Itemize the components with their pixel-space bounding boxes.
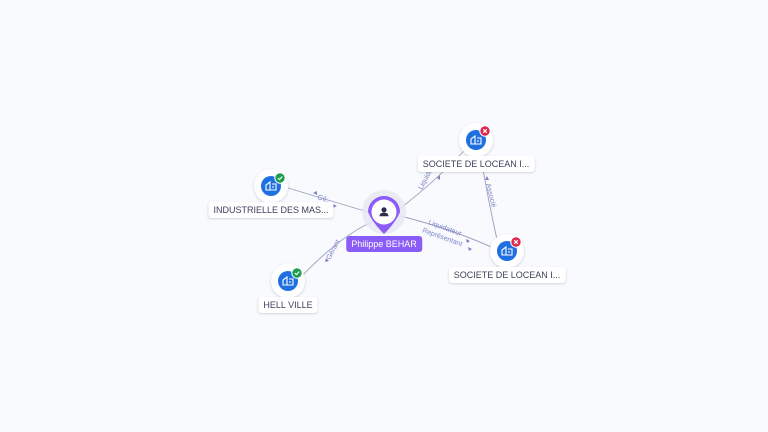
arrow-industrielle (313, 191, 317, 195)
edge-person-locean-bottom[interactable] (399, 215, 499, 251)
arrow-locean-bottom-2 (468, 247, 472, 251)
check-icon (291, 267, 303, 279)
arrow-associe (485, 176, 489, 180)
edge-person-locean-top[interactable] (397, 143, 471, 211)
edge-label-hell-ville: Gérant (326, 239, 342, 261)
edge-label-industrielle: Gé... (316, 194, 333, 205)
company-label-locean-bottom[interactable]: SOCIETE DE LOCEAN I... (448, 267, 566, 283)
company-label-locean-top[interactable]: SOCIETE DE LOCEAN I... (417, 156, 535, 172)
person-node[interactable] (362, 190, 406, 234)
company-node-locean-top[interactable] (459, 123, 493, 157)
person-name-label[interactable]: Philippe BEHAR (346, 236, 422, 252)
building-icon (470, 134, 482, 145)
user-icon (379, 207, 389, 217)
building-icon (265, 180, 277, 191)
company-node-locean-bottom[interactable] (490, 234, 524, 268)
edge-person-hell-ville[interactable] (299, 221, 373, 279)
arrow-hell-ville (325, 258, 329, 262)
close-icon (479, 125, 491, 137)
edges (287, 143, 499, 279)
company-node-hell-ville[interactable] (271, 264, 305, 298)
company-node-industrielle[interactable] (254, 169, 288, 203)
company-label-industrielle[interactable]: INDUSTRIELLE DES MAS... (208, 202, 334, 218)
edge-person-industrielle[interactable] (287, 187, 369, 213)
arrow-locean-bottom-1 (466, 239, 470, 243)
company-label-hell-ville[interactable]: HELL VILLE (258, 297, 318, 313)
edge-label-associe: Associé (484, 183, 497, 209)
building-icon (501, 245, 513, 256)
arrow-industrielle-person (333, 204, 337, 208)
arrow-locean-top (437, 175, 440, 180)
check-icon (274, 172, 286, 184)
building-icon (282, 275, 294, 286)
close-icon (510, 236, 522, 248)
